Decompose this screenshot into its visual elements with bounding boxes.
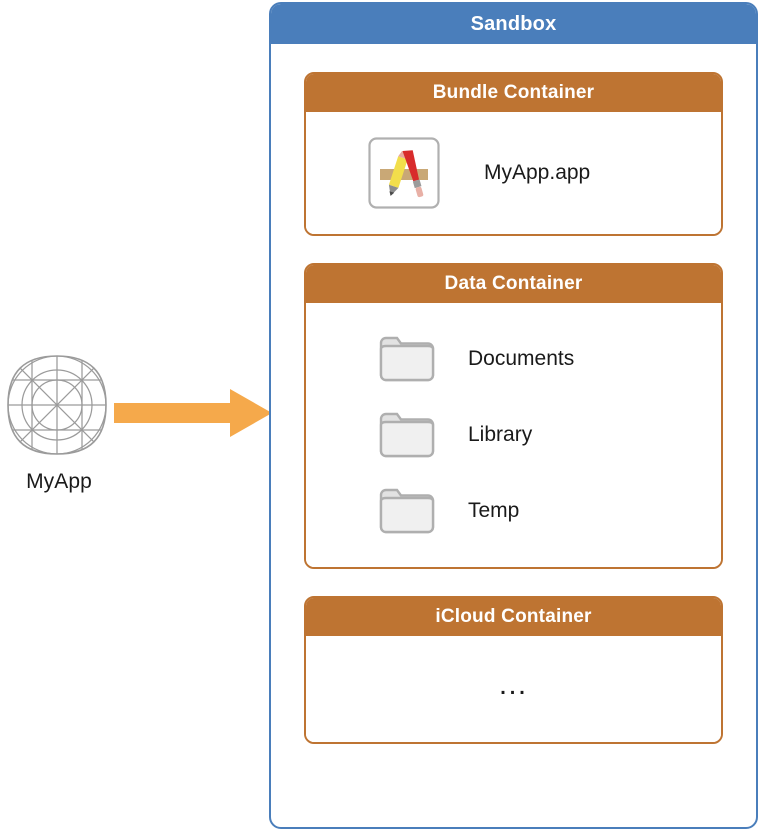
data-container-body: Documents Library Temp (306, 303, 721, 567)
icloud-placeholder-ellipsis: … (497, 668, 530, 701)
data-container-title: Data Container (306, 265, 721, 303)
app-icon-grid-template-icon (7, 355, 107, 455)
icloud-container-title: iCloud Container (306, 598, 721, 636)
bundle-app-label: MyApp.app (484, 161, 591, 184)
folder-row: Temp (306, 481, 721, 541)
folder-row: Library (306, 405, 721, 465)
app-bundle-icon (368, 137, 440, 209)
bundle-container-body: MyApp.app (306, 112, 721, 234)
data-container-card: Data Container Documents Library (304, 263, 723, 569)
bundle-container-card: Bundle Container (304, 72, 723, 236)
folder-label: Documents (468, 347, 575, 370)
sandbox-title: Sandbox (271, 4, 756, 44)
icloud-container-body: … (306, 636, 721, 742)
folder-label: Library (468, 423, 533, 446)
folder-icon (379, 336, 435, 382)
folder-icon (379, 412, 435, 458)
folder-row: Documents (306, 329, 721, 389)
sandbox-panel: Sandbox Bundle Container (269, 2, 758, 829)
app-node-label: MyApp (26, 470, 92, 493)
icloud-container-card: iCloud Container … (304, 596, 723, 744)
right-arrow-icon (114, 389, 272, 437)
bundle-container-title: Bundle Container (306, 74, 721, 112)
folder-label: Temp (468, 499, 520, 522)
app-node: MyApp (4, 352, 114, 494)
folder-icon (379, 488, 435, 534)
sandbox-body: Bundle Container (271, 44, 756, 774)
